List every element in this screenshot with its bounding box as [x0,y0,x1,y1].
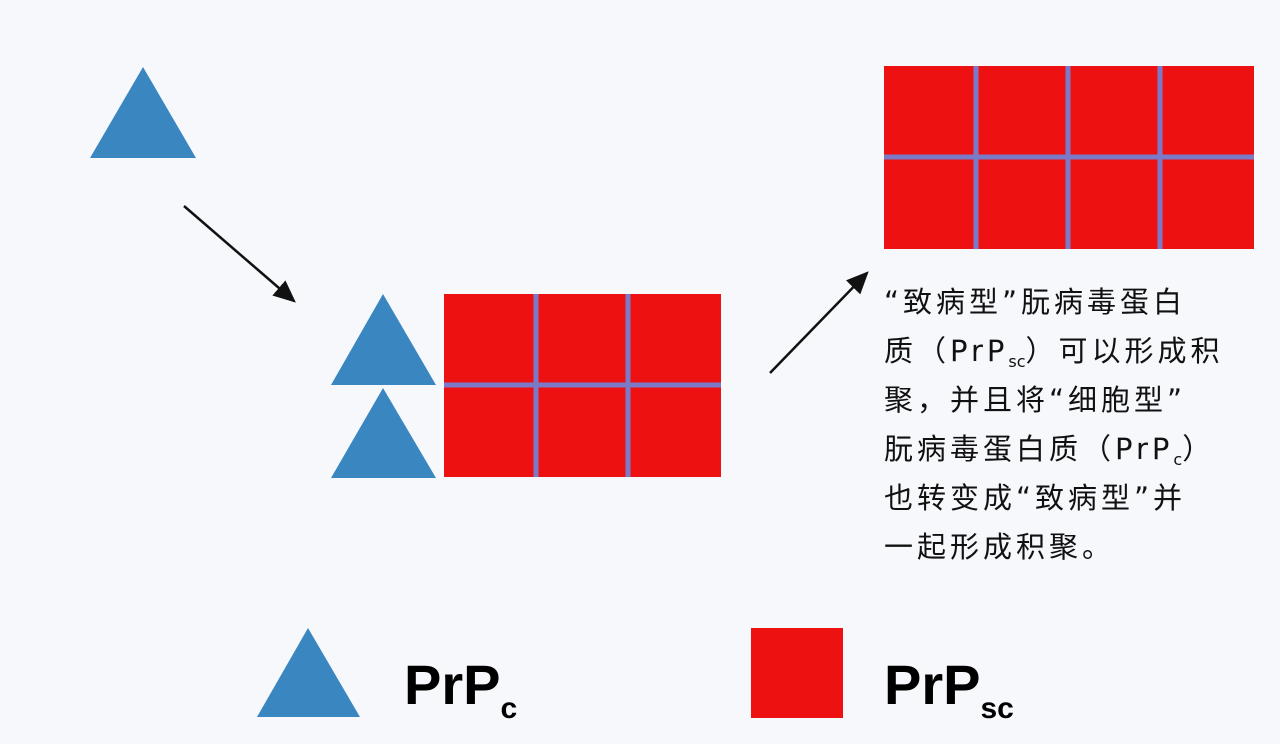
description-line: 也转变成“致病型”并 [884,474,1264,523]
label-subscript: sc [980,692,1014,725]
legend-prpsc-square [751,628,843,718]
description-line: 质（PrPsc）可以形成积 [884,327,1264,376]
prpsc-aggregate-large [884,66,1254,249]
text: 质（PrP [884,334,1009,368]
text: 聚，并且将“细胞型” [884,383,1187,417]
prpc-triangle-bottom [331,388,436,478]
text: 一起形成积聚。 [884,530,1116,564]
text: “致病型”朊病毒蛋白 [884,285,1187,319]
arrow-to-aggregate [183,205,296,303]
description-line: “致病型”朊病毒蛋白 [884,278,1264,327]
legend-prpc-triangle [257,628,360,717]
prpc-triangle-single [90,67,196,158]
text: ）可以形成积 [1025,334,1224,368]
subscript: sc [1008,352,1026,371]
description-text: “致病型”朊病毒蛋白 质（PrPsc）可以形成积 聚，并且将“细胞型” 朊病毒蛋… [884,278,1264,572]
label-subscript: c [500,692,518,725]
text: 也转变成“致病型”并 [884,481,1187,515]
prpc-triangle-top [331,294,436,385]
arrow-to-large-aggregate [769,271,869,374]
legend-prpsc-label: PrPsc [884,652,1014,724]
description-line: 聚，并且将“细胞型” [884,376,1264,425]
label-base: PrP [884,653,981,716]
prpsc-aggregate-small [444,294,721,477]
text: ） [1182,432,1216,466]
legend-prpc-label: PrPc [404,652,517,724]
text: 朊病毒蛋白质（PrP [884,432,1174,466]
description-line: 朊病毒蛋白质（PrPc） [884,425,1264,474]
description-line: 一起形成积聚。 [884,523,1264,572]
subscript: c [1173,450,1183,469]
label-base: PrP [404,653,501,716]
